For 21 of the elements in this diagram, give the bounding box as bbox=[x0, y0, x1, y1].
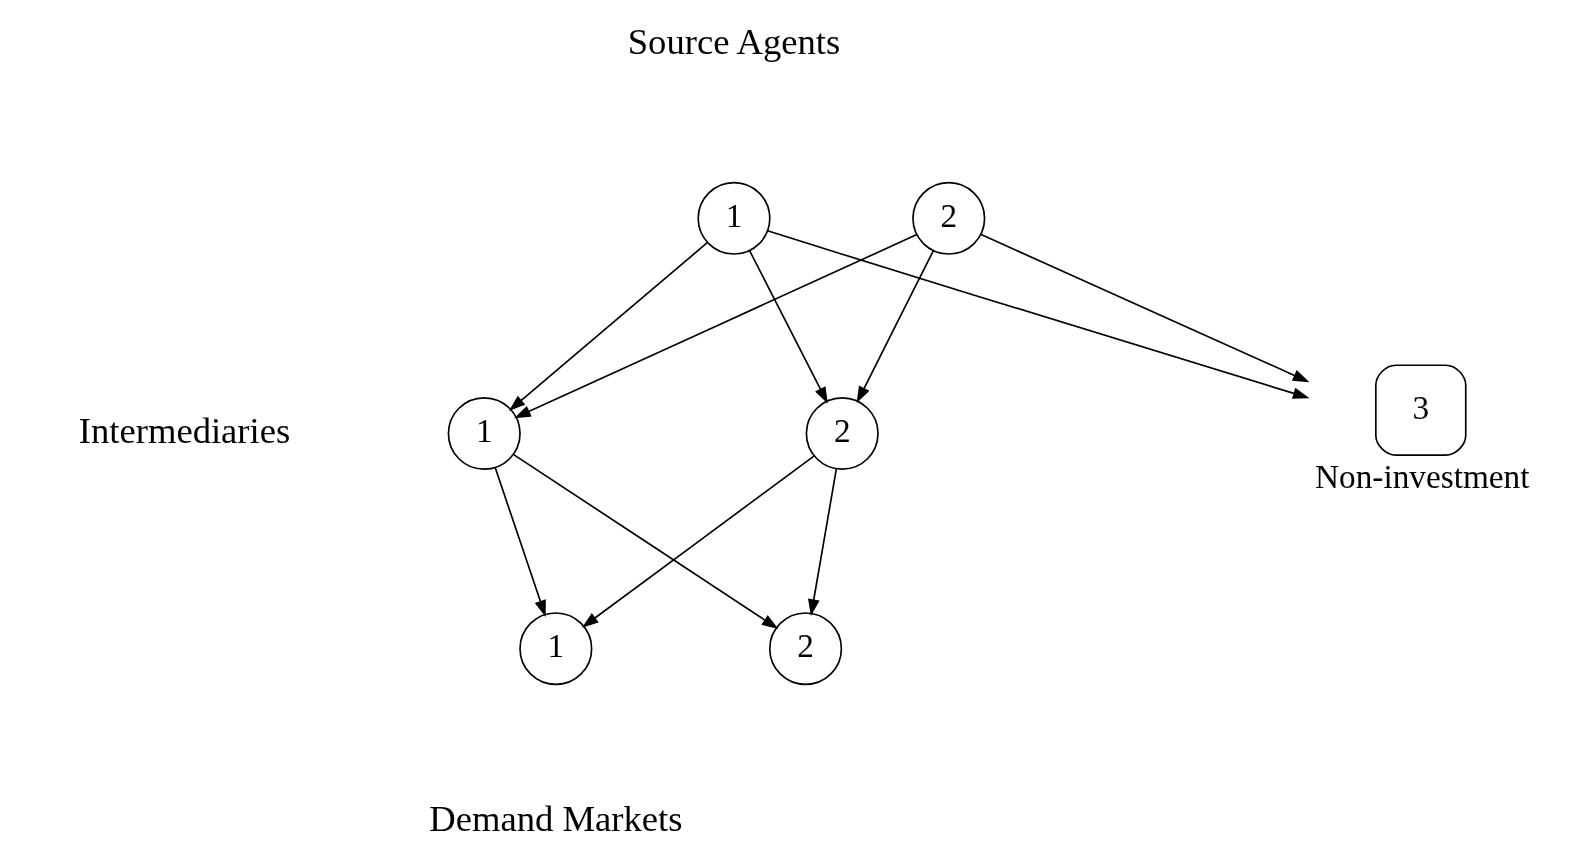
arrow bbox=[512, 453, 778, 630]
node-circle: 2 bbox=[805, 397, 879, 470]
arrow bbox=[493, 466, 546, 617]
node-circle: 2 bbox=[911, 181, 985, 255]
label: Source Agents bbox=[627, 21, 840, 63]
arrow bbox=[979, 233, 1309, 383]
arrow bbox=[748, 249, 828, 404]
node-circle: 2 bbox=[768, 612, 842, 686]
node-label: Non-investment bbox=[1314, 458, 1530, 496]
arrow bbox=[766, 229, 1310, 399]
arrow bbox=[508, 241, 708, 411]
node-circle: 1 bbox=[696, 181, 771, 255]
node-box: 3 bbox=[1374, 364, 1467, 456]
node-circle: 1 bbox=[447, 397, 521, 470]
arrow bbox=[513, 233, 918, 419]
arrow bbox=[581, 455, 815, 628]
label: Demand Markets bbox=[428, 798, 682, 840]
arrow bbox=[856, 249, 934, 404]
label: Intermediaries bbox=[78, 409, 290, 451]
node-circle: 1 bbox=[518, 612, 592, 686]
arrow bbox=[807, 467, 837, 617]
